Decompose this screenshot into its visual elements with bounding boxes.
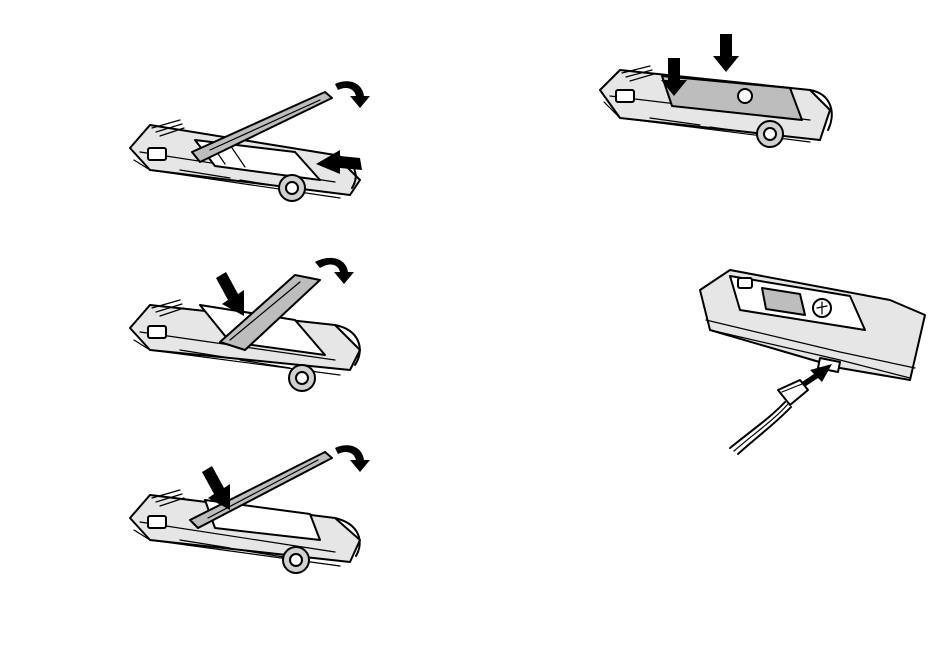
curved-arrow-icon bbox=[335, 81, 370, 108]
phone-illustration-3 bbox=[120, 440, 370, 580]
phone-diagram-remove-door bbox=[120, 70, 370, 210]
phone-diagram-press-door bbox=[590, 30, 840, 160]
phone-illustration-5 bbox=[690, 260, 930, 460]
phone-diagram-insert-battery bbox=[120, 250, 370, 400]
curved-arrow-icon bbox=[335, 445, 370, 472]
plug-arrow-icon bbox=[802, 364, 832, 386]
phone-illustration-1 bbox=[120, 70, 370, 210]
down-arrow-icon bbox=[713, 34, 739, 72]
phone-diagram-close-door bbox=[120, 440, 370, 580]
phone-illustration-2 bbox=[120, 250, 370, 400]
phone-diagram-attach-charger bbox=[690, 260, 930, 460]
phone-illustration-4 bbox=[590, 30, 840, 160]
